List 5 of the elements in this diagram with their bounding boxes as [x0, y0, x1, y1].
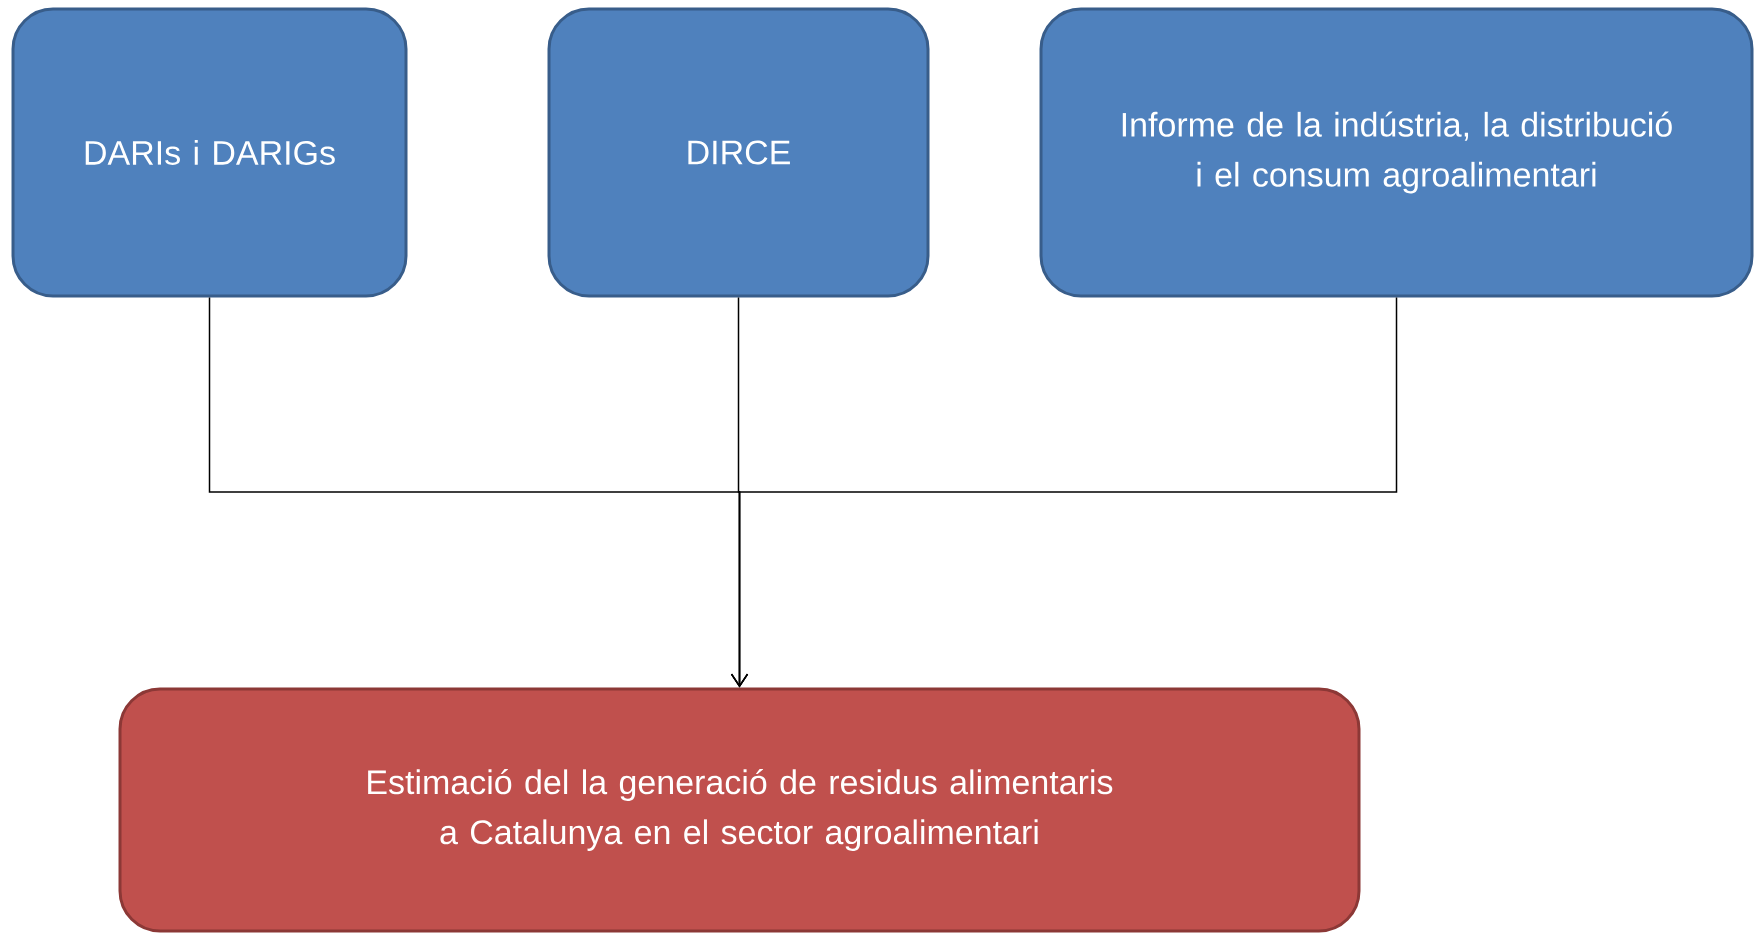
rounded-box: Informe de la indústria, la distribució i el consum agroalimentari: [1039, 7, 1754, 298]
rounded-box: Estimació del la generació de residus alimentaris a Catalunya en el sector agroalimentari: [118, 687, 1361, 933]
arrow: [730, 296, 1398, 688]
rounded-box: DIRCE: [547, 7, 930, 298]
rounded-box: DARIs i DARIGs: [11, 7, 408, 298]
